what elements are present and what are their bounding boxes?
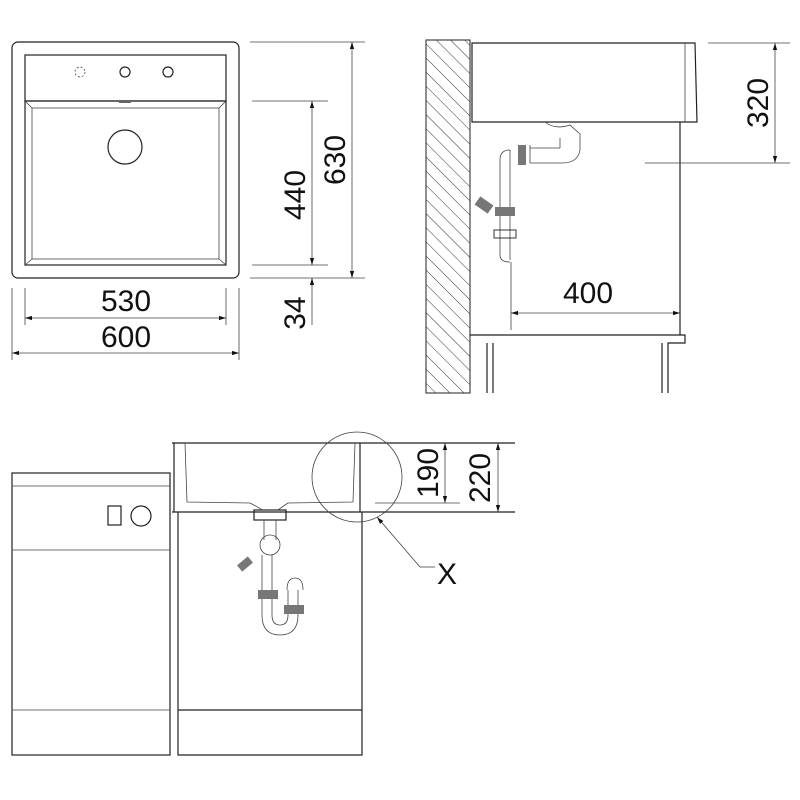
dim-depth-outer: 630 [319, 135, 352, 185]
detail-label: X [437, 558, 457, 591]
dim-side-depth: 320 [742, 78, 775, 128]
tap-hole-optional-icon [74, 66, 86, 78]
dim-total-depth: 220 [464, 453, 497, 503]
dim-width-outer: 600 [101, 321, 151, 354]
basin [24, 100, 227, 266]
drain-icon [107, 129, 143, 165]
wall [425, 39, 471, 394]
top-view: 630 440 34 530 600 [11, 41, 365, 360]
tap-hole-icon [162, 66, 174, 78]
sink-side [471, 42, 698, 123]
tap-deck [24, 54, 227, 102]
front-view: 190 220 X [11, 431, 515, 756]
tap-hole-icon [119, 66, 131, 78]
side-view: 320 400 [425, 39, 790, 394]
dishwasher-knob-icon [130, 505, 152, 527]
detail-x-circle [311, 431, 403, 523]
drain-outlet [253, 509, 287, 521]
dim-rim: 34 [279, 296, 312, 329]
dim-depth-inner: 440 [279, 170, 312, 220]
trap-nut [518, 145, 526, 165]
dishwasher-display-icon [107, 505, 122, 526]
dim-width-inner: 530 [101, 285, 151, 318]
dim-drain-offset: 400 [563, 277, 613, 310]
dim-bowl-depth: 190 [412, 448, 445, 498]
dishwasher [11, 472, 171, 756]
sink-outline [11, 41, 240, 279]
